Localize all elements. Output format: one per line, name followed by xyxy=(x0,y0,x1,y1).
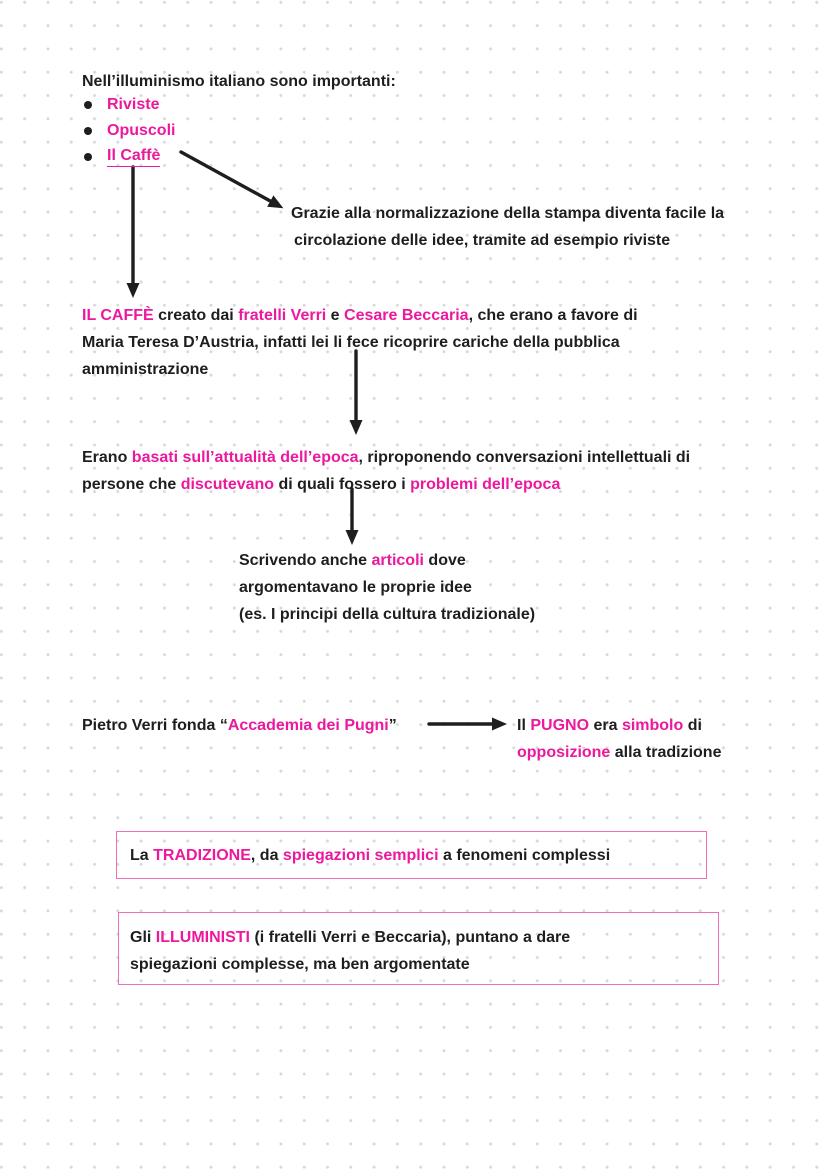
bullet-item-opuscoli: Opuscoli xyxy=(84,118,175,144)
paragraph-line: IL CAFFÈ creato dai fratelli Verri e Ces… xyxy=(82,302,638,329)
text-segment: Gli xyxy=(130,929,156,946)
text-segment: a fenomeni complessi xyxy=(438,846,611,864)
text-segment: , da xyxy=(250,846,283,864)
text-segment: discutevano xyxy=(180,476,275,493)
text-segment: basati sull’attualità dell’epoca xyxy=(131,449,359,466)
text-segment: PUGNO xyxy=(530,717,590,734)
box-line: Gli ILLUMINISTI (i fratelli Verri e Becc… xyxy=(130,924,718,951)
paragraph-line: Maria Teresa D’Austria, infatti lei li f… xyxy=(82,334,620,351)
bullet-dot-icon xyxy=(84,101,92,109)
text-segment: dove xyxy=(423,552,466,569)
text-segment: persone che xyxy=(82,476,181,493)
bullet-label: Il Caffè xyxy=(107,147,161,167)
text-segment: di xyxy=(683,717,702,734)
text-segment: era xyxy=(589,717,622,734)
text-segment: IL CAFFÈ xyxy=(82,307,154,324)
text-segment: TRADIZIONE xyxy=(153,846,251,864)
text-segment: ” xyxy=(388,717,397,734)
bullet-label: Riviste xyxy=(107,96,160,113)
text-segment: problemi dell’epoca xyxy=(410,476,561,493)
text-segment: Scrivendo anche xyxy=(239,552,372,569)
text-segment: opposizione xyxy=(517,744,611,761)
pietro-verri-line: Pietro Verri fonda “Accademia dei Pugni” xyxy=(82,712,397,739)
illuministi-box: Gli ILLUMINISTI (i fratelli Verri e Becc… xyxy=(118,912,719,985)
bullet-dot-icon xyxy=(84,153,92,161)
paragraph-line: amministrazione xyxy=(82,361,209,378)
ilcaffe-paragraph: IL CAFFÈ creato dai fratelli Verri e Ces… xyxy=(82,302,638,383)
text-segment: (i fratelli Verri e Beccaria), puntano a… xyxy=(250,929,571,946)
text-segment: ILLUMINISTI xyxy=(155,929,250,946)
text-segment: Il xyxy=(517,717,531,734)
note-line: Grazie alla normalizzazione della stampa… xyxy=(291,205,725,222)
intro-bullet-list: Riviste Opuscoli Il Caffè xyxy=(84,92,175,170)
text-segment: La xyxy=(130,846,154,864)
text-segment: alla tradizione xyxy=(610,744,722,761)
scrivendo-paragraph: Scrivendo anche articoli dove argomentav… xyxy=(239,547,535,628)
paragraph-line: persone che discutevano di quali fossero… xyxy=(82,471,690,498)
text-segment: Cesare Beccaria xyxy=(344,307,469,324)
box-line: spiegazioni complesse, ma ben argomentat… xyxy=(130,956,470,973)
bullet-label: Opuscoli xyxy=(107,122,176,139)
paragraph-line: argomentavano le proprie idee xyxy=(239,579,472,596)
note-line: circolazione delle idee, tramite ad esem… xyxy=(294,232,671,249)
text-segment: fratelli Verri xyxy=(238,307,327,324)
bullet-item-il-caffe: Il Caffè xyxy=(84,144,175,170)
bullet-item-riviste: Riviste xyxy=(84,92,175,118)
text-segment: Erano xyxy=(82,449,132,466)
grazie-note: Grazie alla normalizzazione della stampa… xyxy=(291,200,724,254)
note-line: Il PUGNO era simbolo di xyxy=(517,712,721,739)
text-segment: simbolo xyxy=(621,717,684,734)
box-line: La TRADIZIONE, da spiegazioni semplici a… xyxy=(130,842,706,869)
erano-paragraph: Erano basati sull’attualità dell’epoca, … xyxy=(82,444,690,498)
note-line: opposizione alla tradizione xyxy=(517,739,721,766)
paragraph-line: Scrivendo anche articoli dove xyxy=(239,547,535,574)
tradizione-box: La TRADIZIONE, da spiegazioni semplici a… xyxy=(116,831,707,879)
text-segment: spiegazioni semplici xyxy=(282,846,439,864)
text-segment: e xyxy=(326,307,345,324)
intro-heading: Nell’illuminismo italiano sono important… xyxy=(82,73,396,90)
text-segment: creato dai xyxy=(153,307,239,324)
text-segment: articoli xyxy=(371,552,424,569)
text-segment: , riproponendo conversazioni intellettua… xyxy=(358,449,691,466)
paragraph-line: Erano basati sull’attualità dell’epoca, … xyxy=(82,444,690,471)
text-segment: Accademia dei Pugni xyxy=(227,717,389,734)
paragraph-line: (es. I principi della cultura tradiziona… xyxy=(239,606,536,623)
pugno-note: Il PUGNO era simbolo di opposizione alla… xyxy=(517,712,721,766)
text-segment: , che erano a favore di xyxy=(468,307,638,324)
bullet-dot-icon xyxy=(84,127,92,135)
text-segment: di quali fossero i xyxy=(274,476,411,493)
text-segment: Pietro Verri fonda “ xyxy=(82,717,228,734)
